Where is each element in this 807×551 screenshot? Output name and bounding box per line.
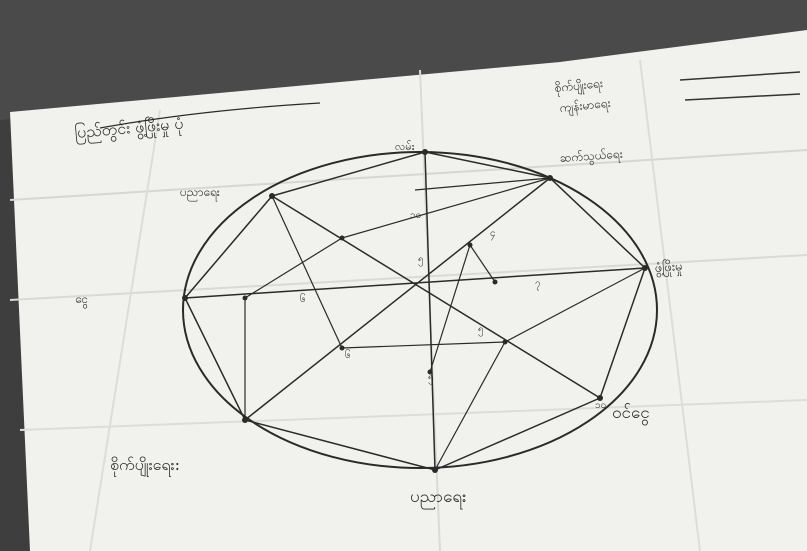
svg-text:၆: ၆ <box>300 292 306 305</box>
svg-text:၁၀: ၁၀ <box>595 400 606 411</box>
bottom-left-label: စိုက်ပျိုးရေး: <box>110 455 180 477</box>
svg-text:၁၀: ၁၀ <box>410 210 421 221</box>
svg-text:၆: ၆ <box>345 348 351 361</box>
axis-label-bottom-right: ဝင်ငွေ <box>612 403 650 426</box>
axis-label-bottom: ပညာရေး <box>410 487 466 510</box>
axis-label-top: လမ်း <box>395 140 415 153</box>
